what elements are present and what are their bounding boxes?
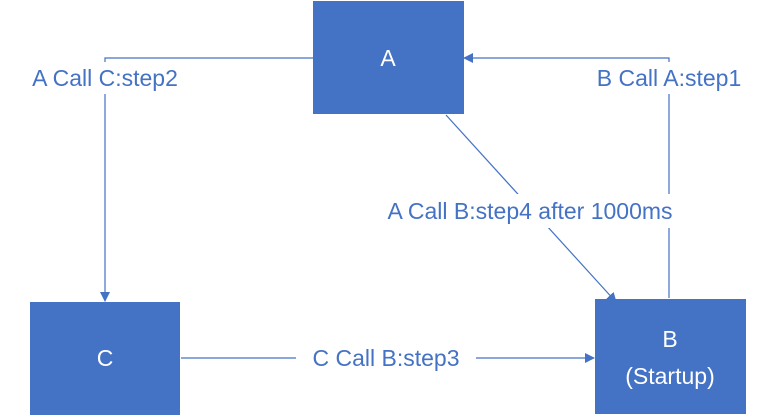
node-b-label-line1: B [662,326,677,352]
node-c-label: C [97,345,114,371]
edge-c-to-b-label: C Call B:step3 [312,345,459,371]
node-c-box [30,302,180,415]
node-a-label: A [380,45,396,71]
edge-a-to-b-label: A Call B:step4 after 1000ms [387,198,672,224]
edge-a-to-c-label: A Call C:step2 [32,65,178,91]
edge-a-to-c-line [100,57,313,302]
edge-a-to-c-label-bg [14,62,196,94]
node-b-label-line2: (Startup) [625,363,714,389]
node-b: B (Startup) [595,299,746,414]
node-a: A [313,1,464,114]
node-c: C [30,302,180,415]
edge-b-to-a-label-bg [578,62,762,94]
node-b-box [595,299,746,414]
edge-a-to-c: A Call C:step2 [14,57,313,302]
node-a-box [313,1,464,114]
edge-a-to-b-label-bg [348,194,712,228]
edge-b-to-a-label: B Call A:step1 [597,65,741,91]
edge-b-to-a: B Call A:step1 [463,53,762,298]
edge-c-to-b-label-bg [296,342,476,374]
edge-c-to-b: C Call B:step3 [181,342,595,374]
edge-a-to-b: A Call B:step4 after 1000ms [348,114,712,303]
